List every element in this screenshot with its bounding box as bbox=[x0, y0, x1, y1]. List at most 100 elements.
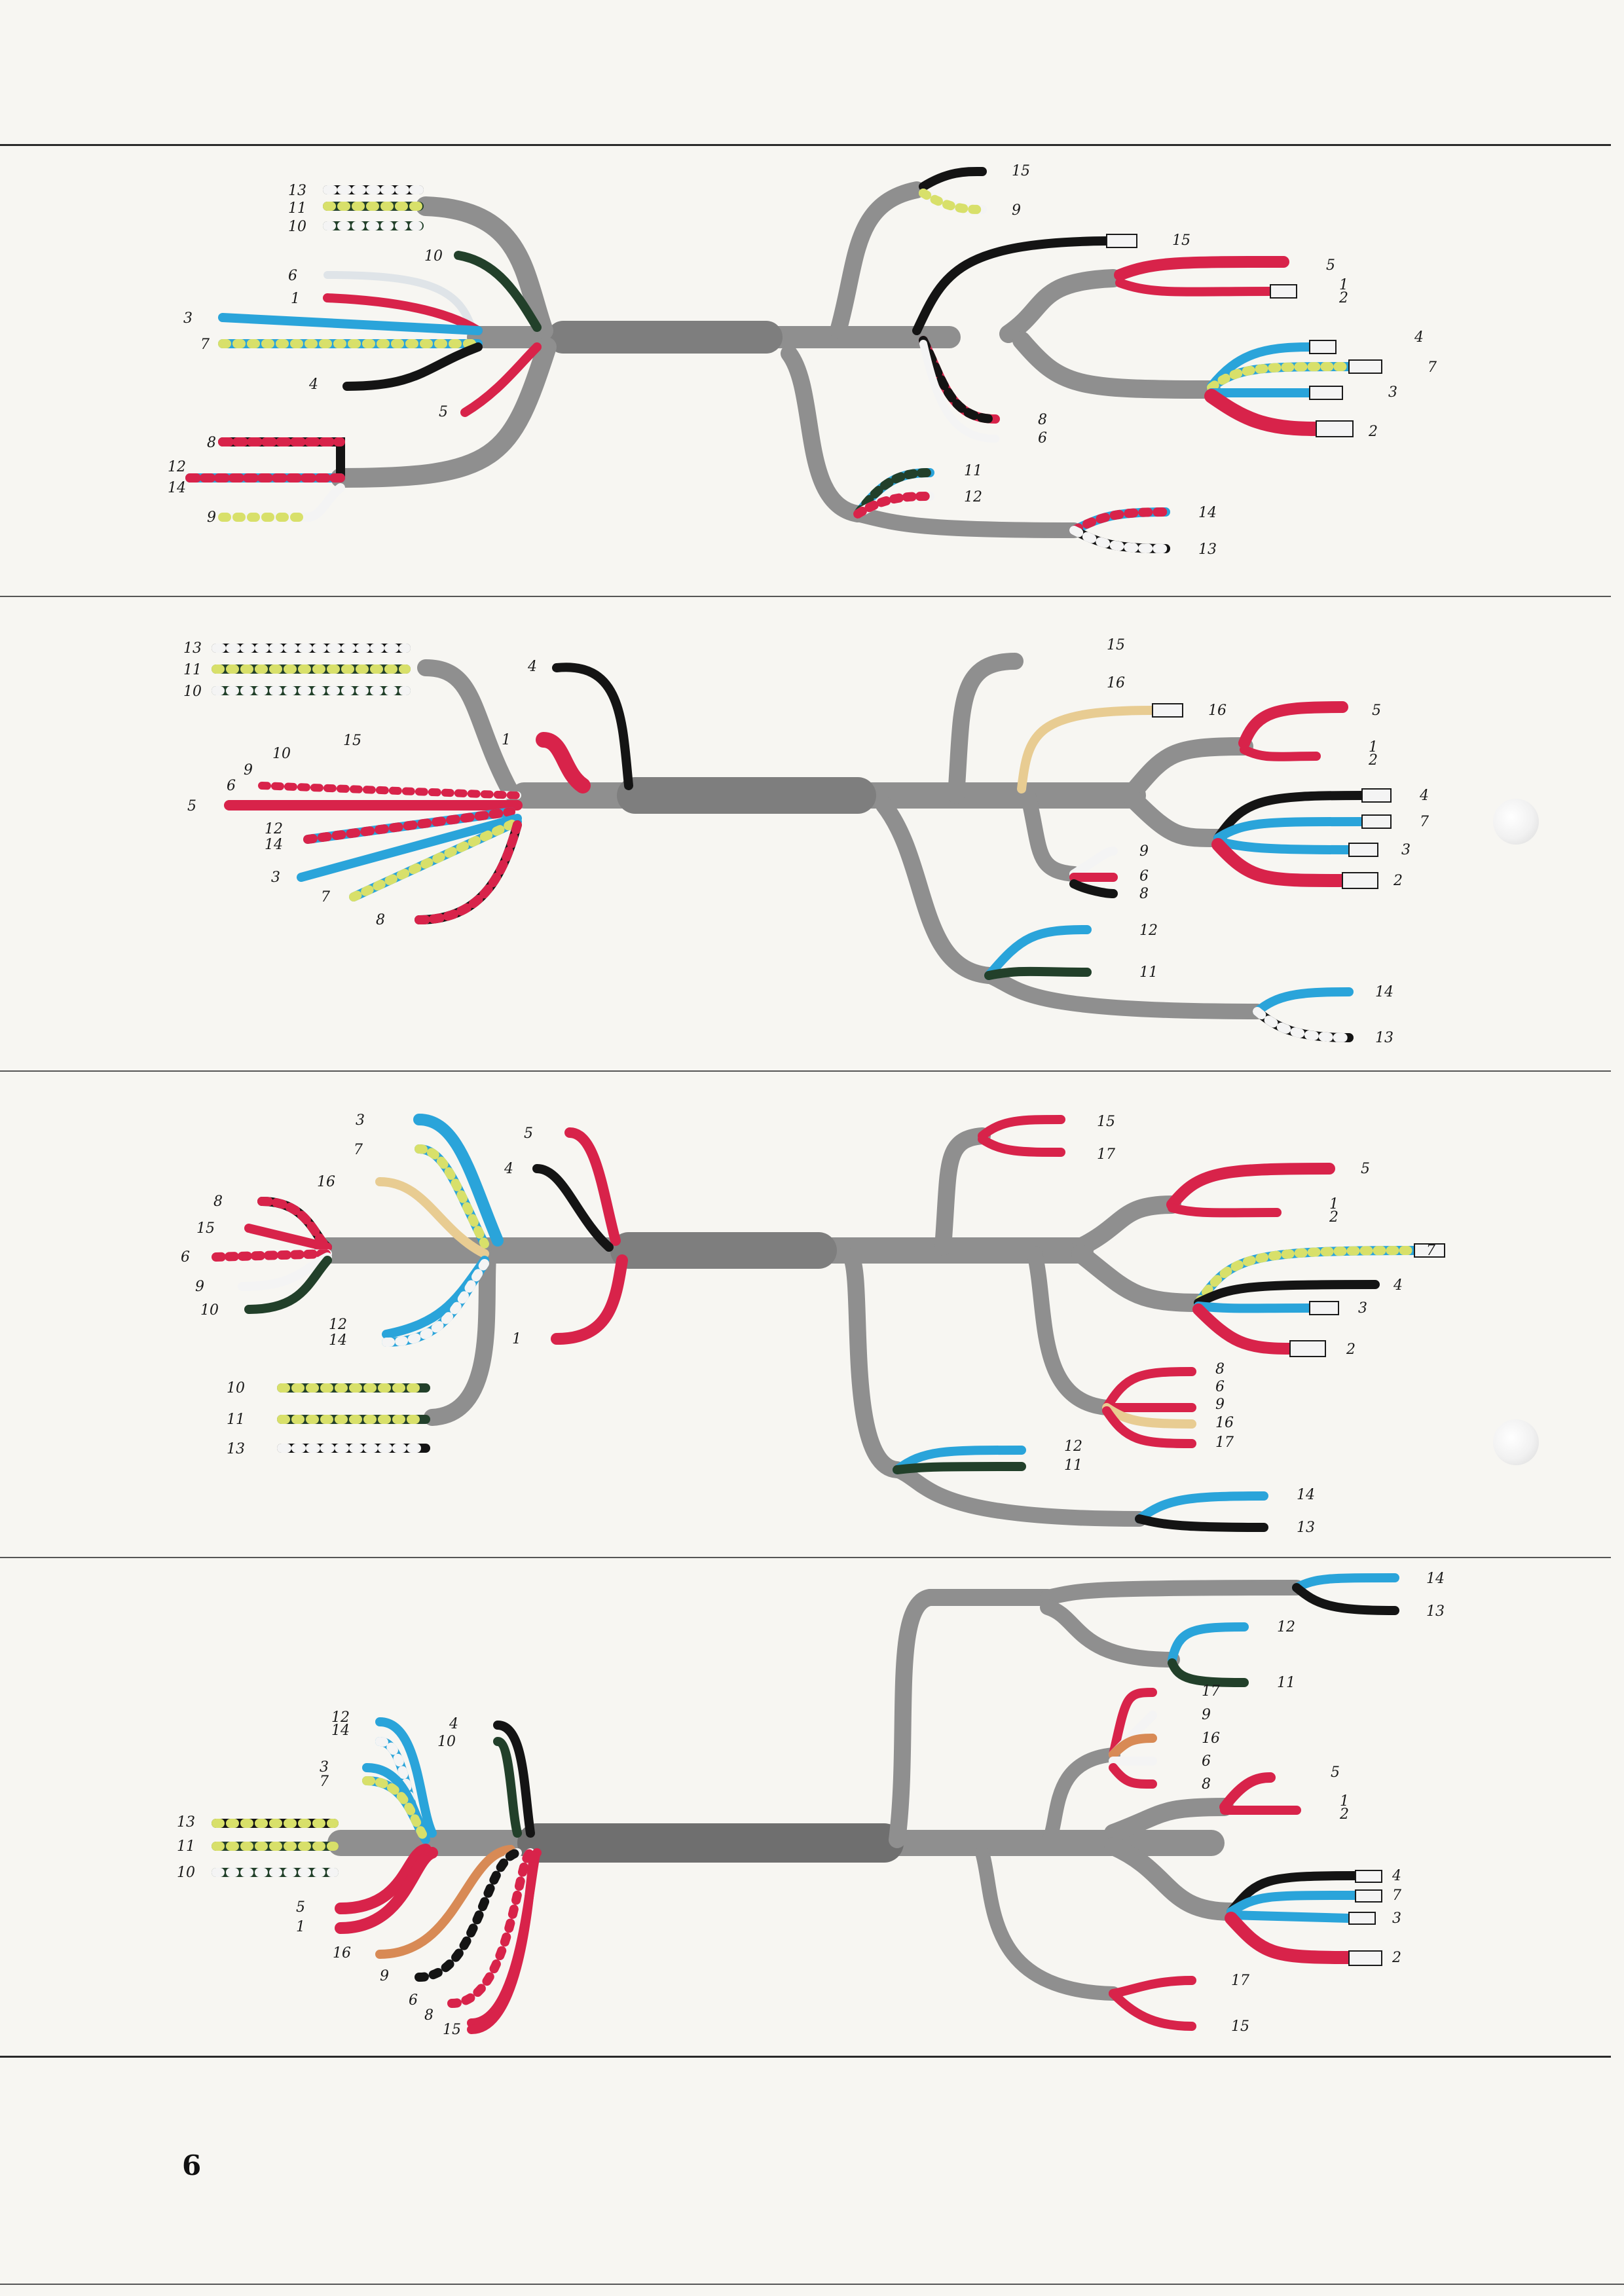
wire-label: 13 bbox=[183, 640, 202, 657]
wire-label: 1 bbox=[512, 1331, 521, 1347]
wire-label: 3 bbox=[320, 1759, 329, 1776]
wire-label: 4 bbox=[308, 376, 318, 393]
wire-label: 15 bbox=[1107, 637, 1125, 653]
wire-label: 6 bbox=[1038, 430, 1047, 446]
harness-1-sheath bbox=[331, 181, 1221, 538]
wire-label: 4 bbox=[1392, 1868, 1401, 1884]
wire-label: 16 bbox=[317, 1174, 335, 1190]
wire-label: 16 bbox=[1215, 1415, 1234, 1431]
wire-label: 10 bbox=[424, 248, 443, 264]
wire-label: 11 bbox=[1139, 964, 1158, 981]
wire-label: 11 bbox=[227, 1412, 245, 1428]
wire-label: 7 bbox=[321, 889, 330, 905]
wire-label: 14 bbox=[1198, 505, 1217, 521]
wire-label: 13 bbox=[177, 1814, 195, 1831]
separator-rule bbox=[0, 2284, 1624, 2285]
wire-label: 8 bbox=[1215, 1361, 1225, 1377]
wire-label: 11 bbox=[1277, 1675, 1295, 1691]
wire-label: 2 bbox=[1338, 290, 1348, 306]
wire-label: 8 bbox=[424, 2007, 434, 2024]
wire-label: 14 bbox=[265, 837, 283, 853]
wire-label: 10 bbox=[200, 1302, 219, 1319]
wire-label: 13 bbox=[1375, 1030, 1393, 1046]
wire-label: 10 bbox=[227, 1380, 245, 1396]
wire-label: 10 bbox=[177, 1865, 195, 1881]
wire-label: 14 bbox=[331, 1722, 350, 1739]
wire-label: 9 bbox=[207, 509, 216, 526]
wire-label: 11 bbox=[288, 200, 306, 217]
wire-label: 13 bbox=[1297, 1520, 1315, 1536]
wire-label: 8 bbox=[207, 435, 216, 451]
wire-label: 2 bbox=[1368, 424, 1378, 440]
wire-label: 12 bbox=[1064, 1438, 1082, 1455]
wire-label: 7 bbox=[1392, 1887, 1401, 1904]
wire-label: 12 bbox=[1139, 922, 1158, 939]
wire-label: 12 bbox=[329, 1317, 347, 1333]
wire-label: 3 bbox=[1358, 1300, 1367, 1317]
wire-label: 1 bbox=[1369, 739, 1378, 756]
wire-label: 12 bbox=[331, 1709, 350, 1726]
wire-label: 16 bbox=[1107, 675, 1125, 691]
wire-label: 15 bbox=[1231, 2018, 1249, 2035]
wire-label: 7 bbox=[1420, 814, 1429, 830]
wire-label: 3 bbox=[1388, 384, 1397, 401]
wire-label: 1 bbox=[502, 732, 511, 748]
wire-label: 9 bbox=[1215, 1396, 1225, 1413]
wire-label: 7 bbox=[1426, 1243, 1435, 1259]
wire-label: 9 bbox=[195, 1279, 204, 1295]
wire-label: 6 bbox=[1202, 1753, 1211, 1770]
wire-label: 16 bbox=[1208, 702, 1227, 719]
wire-label: 5 bbox=[1361, 1161, 1370, 1177]
wire-label: 5 bbox=[187, 798, 196, 814]
wire-label: 5 bbox=[1331, 1764, 1340, 1781]
punch-hole bbox=[1493, 799, 1539, 845]
wire-label: 8 bbox=[213, 1194, 223, 1210]
wire-label: 3 bbox=[271, 869, 280, 886]
wire-label: 4 bbox=[1414, 329, 1424, 346]
wire-label: 3 bbox=[1392, 1910, 1401, 1927]
wire-label: 14 bbox=[1297, 1487, 1315, 1503]
wire-label: 15 bbox=[443, 2022, 461, 2038]
wire-label: 1 bbox=[1339, 277, 1348, 293]
wire-label: 2 bbox=[1393, 873, 1403, 889]
wire-label: 16 bbox=[333, 1945, 351, 1961]
wire-label: 8 bbox=[1038, 412, 1047, 428]
wire-label: 2 bbox=[1339, 1806, 1349, 1823]
wire-label: 14 bbox=[168, 480, 186, 496]
wire-label: 12 bbox=[1277, 1619, 1295, 1635]
wire-label: 12 bbox=[265, 821, 283, 837]
wire-label: 13 bbox=[1198, 541, 1217, 558]
wire-label: 8 bbox=[376, 912, 385, 928]
wire-label: 13 bbox=[1426, 1603, 1445, 1620]
page-number: 6 bbox=[182, 2149, 202, 2181]
wire-label: 3 bbox=[183, 310, 193, 327]
separator-rule bbox=[0, 2056, 1611, 2058]
separator-rule bbox=[0, 1070, 1611, 1072]
wire-label: 7 bbox=[200, 337, 210, 353]
diagram-2-left-labels: 13 11 10 4 1 15 10 9 6 5 12 14 3 7 8 bbox=[183, 640, 537, 928]
punch-hole bbox=[1493, 1419, 1539, 1465]
diagram-4-left-labels: 12 14 4 10 3 7 13 11 10 5 1 16 9 6 8 15 bbox=[177, 1709, 461, 2038]
wire-label: 5 bbox=[296, 1899, 305, 1916]
wire-label: 5 bbox=[439, 404, 448, 420]
wire-label: 17 bbox=[1097, 1146, 1115, 1163]
wire-label: 10 bbox=[437, 1734, 456, 1750]
wire-label: 4 bbox=[504, 1161, 513, 1177]
harness-1-connectors bbox=[1106, 234, 1382, 437]
wire-label: 14 bbox=[329, 1332, 347, 1349]
wire-label: 8 bbox=[1139, 886, 1149, 902]
wire-label: 11 bbox=[177, 1838, 195, 1855]
harness-1-wires bbox=[185, 166, 1354, 553]
wire-label: 9 bbox=[1202, 1707, 1211, 1723]
wire-label: 15 bbox=[196, 1220, 215, 1237]
wire-label: 9 bbox=[380, 1968, 389, 1984]
wire-label: 5 bbox=[1326, 257, 1335, 274]
wire-label: 1 bbox=[1329, 1196, 1338, 1212]
wire-label: 7 bbox=[1428, 359, 1437, 376]
wire-label: 4 bbox=[1419, 788, 1429, 804]
diagram-1-left-labels: 13 11 10 10 6 1 3 7 4 5 8 12 14 9 bbox=[168, 183, 448, 526]
wire-label: 6 bbox=[227, 778, 236, 794]
